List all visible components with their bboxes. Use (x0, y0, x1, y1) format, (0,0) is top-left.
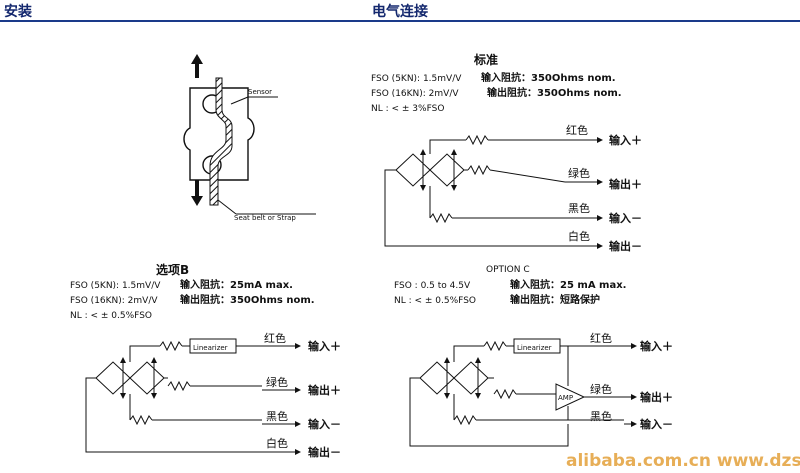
option-b-terminal-in-plus: 输入＋ (308, 339, 341, 353)
option-b-bridge-right (129, 361, 165, 395)
standard-terminal-out-plus: 输出＋ (609, 177, 642, 191)
option-c-section: OPTION C FSO : 0.5 to 4.5V NL : < ± 0.5%… (394, 265, 673, 447)
sensor-label: Sensor (248, 88, 272, 96)
watermark: alibaba.com.cn www.dzsc.com (566, 451, 800, 471)
pull-up-arrow-icon (191, 54, 203, 64)
standard-spec-2: FSO (16KN): 2mV/V (371, 89, 459, 99)
option-c-bridge-left (419, 361, 455, 395)
standard-section: 标准 FSO (5KN): 1.5mV/V FSO (16KN): 2mV/V … (371, 52, 642, 253)
option-b-spec-2: FSO (16KN): 2mV/V (70, 296, 158, 306)
header-rule (0, 20, 800, 22)
belt-strap (209, 77, 233, 206)
standard-bridge-right (429, 153, 465, 187)
standard-terminal-in-plus: 输入＋ (609, 133, 642, 147)
standard-wire-white: 白色 (568, 229, 590, 243)
option-c-amp-symbol (555, 383, 586, 411)
standard-wire-black: 黑色 (568, 201, 590, 215)
option-c-input-impedance: 输入阻抗：25 mA max. (510, 278, 626, 291)
option-b-input-impedance: 输入阻抗：25mA max. (180, 278, 293, 291)
standard-spec-1: FSO (5KN): 1.5mV/V (371, 74, 462, 84)
standard-wire-green: 绿色 (568, 166, 590, 180)
option-b-spec-3: NL : < ± 0.5%FSO (70, 311, 152, 321)
option-b-bridge-left (95, 361, 131, 395)
option-c-terminal-out-plus: 输出＋ (640, 390, 673, 404)
sensor-figure: Sensor Seat belt or Strap (183, 54, 316, 222)
option-b-output-impedance: 输出阻抗：350Ohms nom. (180, 293, 315, 306)
standard-bridge-left (395, 153, 431, 187)
option-b-terminal-out-minus: 输出－ (308, 445, 341, 459)
wiring-title: 电气连接 (372, 4, 428, 20)
option-b-wire-red: 红色 (264, 331, 286, 345)
belt-label: Seat belt or Strap (234, 214, 296, 222)
pull-down-arrow-icon (191, 196, 203, 206)
standard-terminal-out-minus: 输出－ (609, 239, 642, 253)
option-b-terminal-out-plus: 输出＋ (308, 383, 341, 397)
option-c-wire-green: 绿色 (590, 382, 612, 396)
option-c-amp-label: AMP (558, 394, 573, 402)
standard-wire-red: 红色 (566, 123, 588, 137)
option-c-wire-red: 红色 (590, 331, 612, 345)
option-c-terminal-in-plus: 输入＋ (640, 339, 673, 353)
option-c-spec-1: FSO : 0.5 to 4.5V (394, 281, 471, 291)
option-c-linearizer-label: Linearizer (517, 344, 552, 352)
standard-title: 标准 (473, 52, 498, 67)
option-c-bridge-right (453, 361, 489, 395)
option-b-wire-white: 白色 (266, 436, 288, 450)
header: 安装 电气连接 (0, 0, 800, 22)
standard-output-impedance: 输出阻抗：350Ohms nom. (487, 86, 622, 99)
option-b-spec-1: FSO (5KN): 1.5mV/V (70, 281, 161, 291)
option-b-wire-black: 黑色 (266, 409, 288, 423)
option-b-section: 选项B FSO (5KN): 1.5mV/V FSO (16KN): 2mV/V… (70, 262, 341, 459)
option-c-title: OPTION C (486, 265, 530, 275)
option-c-wire-black: 黑色 (590, 409, 612, 423)
option-c-terminal-in-minus: 输入－ (640, 417, 673, 431)
standard-spec-3: NL : < ± 3%FSO (371, 104, 444, 114)
standard-input-impedance: 输入阻抗：350Ohms nom. (481, 71, 616, 84)
option-b-title: 选项B (156, 262, 189, 277)
standard-terminal-in-minus: 输入－ (609, 211, 642, 225)
install-title: 安装 (4, 4, 32, 20)
sensor-housing (183, 87, 255, 181)
option-b-terminal-in-minus: 输入－ (308, 417, 341, 431)
option-b-linearizer-label: Linearizer (193, 344, 228, 352)
option-c-output-impedance: 输出阻抗：短路保护 (510, 293, 600, 306)
option-c-spec-2: NL : < ± 0.5%FSO (394, 296, 476, 306)
option-b-wire-green: 绿色 (266, 375, 288, 389)
